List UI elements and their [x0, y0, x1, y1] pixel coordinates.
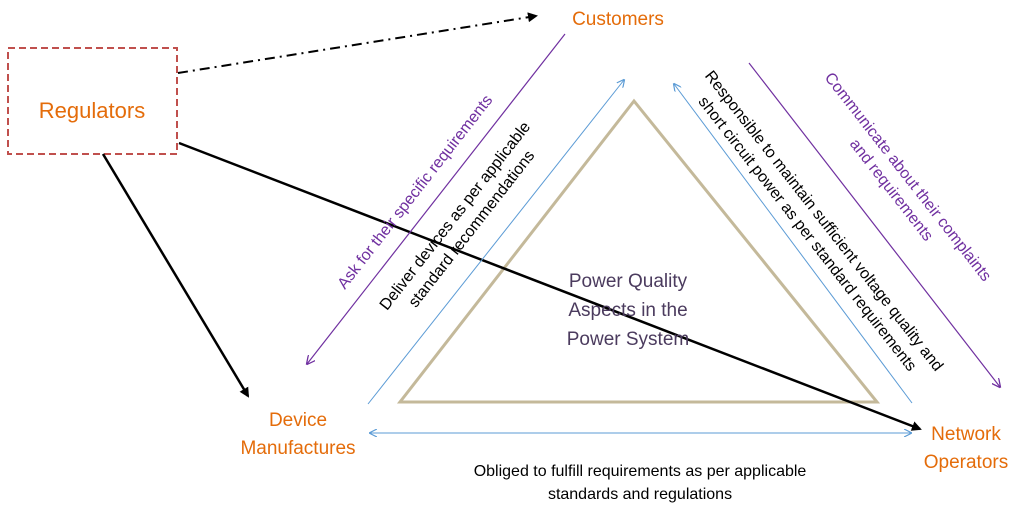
obliged-label-line2: standards and regulations — [548, 486, 732, 503]
device-label-line1: Device — [269, 410, 327, 431]
network-label-line1: Network — [931, 424, 1001, 445]
customers-to-device-arrow — [307, 33, 566, 364]
device-to-customers-arrow — [367, 80, 624, 405]
center-text-line1: Power Quality — [569, 271, 688, 292]
device-label-line2: Manufactures — [240, 438, 355, 459]
center-text-line3: Power System — [567, 329, 689, 350]
regulators-to-device-arrow — [101, 153, 250, 398]
obliged-label-line1: Obliged to fulfill requirements as per a… — [474, 463, 807, 480]
center-text-line2: Aspects in the — [568, 300, 687, 321]
network-to-customers-arrow — [674, 84, 913, 404]
center-triangle — [396, 98, 881, 404]
regulators-to-network-arrow — [178, 141, 922, 431]
network-label-line2: Operators — [924, 452, 1008, 473]
regulators-box — [7, 47, 178, 155]
regulators-label: Regulators — [39, 98, 145, 123]
regulators-to-customers-arrow — [177, 12, 538, 74]
customers-to-network-arrow — [748, 62, 1000, 387]
customers-label: Customers — [572, 9, 664, 30]
